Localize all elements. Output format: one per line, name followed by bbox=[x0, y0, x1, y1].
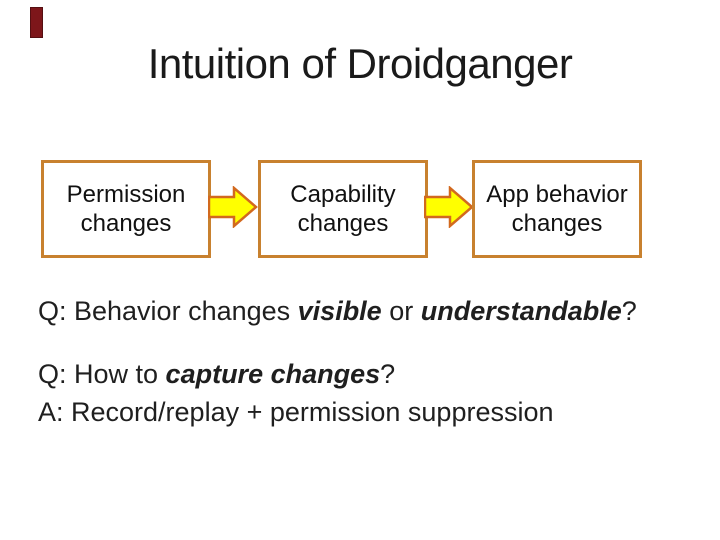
flow-box-label-line: App behavior bbox=[486, 181, 628, 208]
flow-box-label-line: Capability bbox=[290, 181, 396, 208]
question-behavior-changes: Q: Behavior changes visible or understan… bbox=[38, 292, 637, 330]
question-answer-block: Q: How to capture changes? A: Record/rep… bbox=[38, 355, 554, 431]
emphasized-text: visible bbox=[297, 296, 382, 326]
flow-box-capability-changes: Capability changes bbox=[258, 160, 428, 258]
plain-text: ? bbox=[380, 359, 396, 389]
plain-text: ? bbox=[621, 296, 637, 326]
flow-box-label-line: Permission bbox=[66, 181, 186, 208]
flow-box-app-behavior-changes: App behavior changes bbox=[472, 160, 642, 258]
flow-box-label-line: changes bbox=[511, 210, 603, 237]
flow-box-label-line: changes bbox=[80, 210, 172, 237]
right-arrow-icon bbox=[208, 186, 258, 228]
emphasized-text: understandable bbox=[420, 296, 622, 326]
slide-title: Intuition of Droidganger bbox=[147, 40, 573, 87]
emphasized-text: capture changes bbox=[165, 359, 381, 389]
answer-record-replay: A: Record/replay + permission suppressio… bbox=[38, 397, 554, 427]
plain-text: Q: How to bbox=[38, 359, 166, 389]
plain-text: or bbox=[381, 296, 421, 326]
plain-text: Q: Behavior changes bbox=[38, 296, 298, 326]
question-capture-changes: Q: How to capture changes? bbox=[38, 355, 554, 393]
flow-box-label-line: changes bbox=[297, 210, 389, 237]
flow-box-permission-changes: Permission changes bbox=[41, 160, 211, 258]
slide-accent-bar bbox=[30, 7, 43, 38]
right-arrow-icon bbox=[424, 186, 474, 228]
